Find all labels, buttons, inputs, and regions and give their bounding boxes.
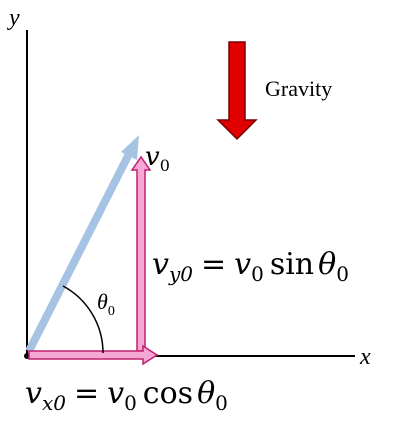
v0-label: v0: [145, 142, 170, 175]
vy0-vector: [130, 155, 152, 352]
gravity-arrow: [216, 41, 258, 141]
v0-vector-head: [121, 135, 139, 160]
theta0-angle-arc: [62, 285, 104, 354]
y-axis-label: y: [7, 5, 20, 31]
theta0-label: θ0: [97, 289, 115, 319]
x-axis-label: x: [359, 344, 371, 370]
vx0-vector: [28, 344, 159, 366]
gravity-label: Gravity: [265, 76, 332, 101]
v0-vector-shaft: [25, 150, 134, 353]
